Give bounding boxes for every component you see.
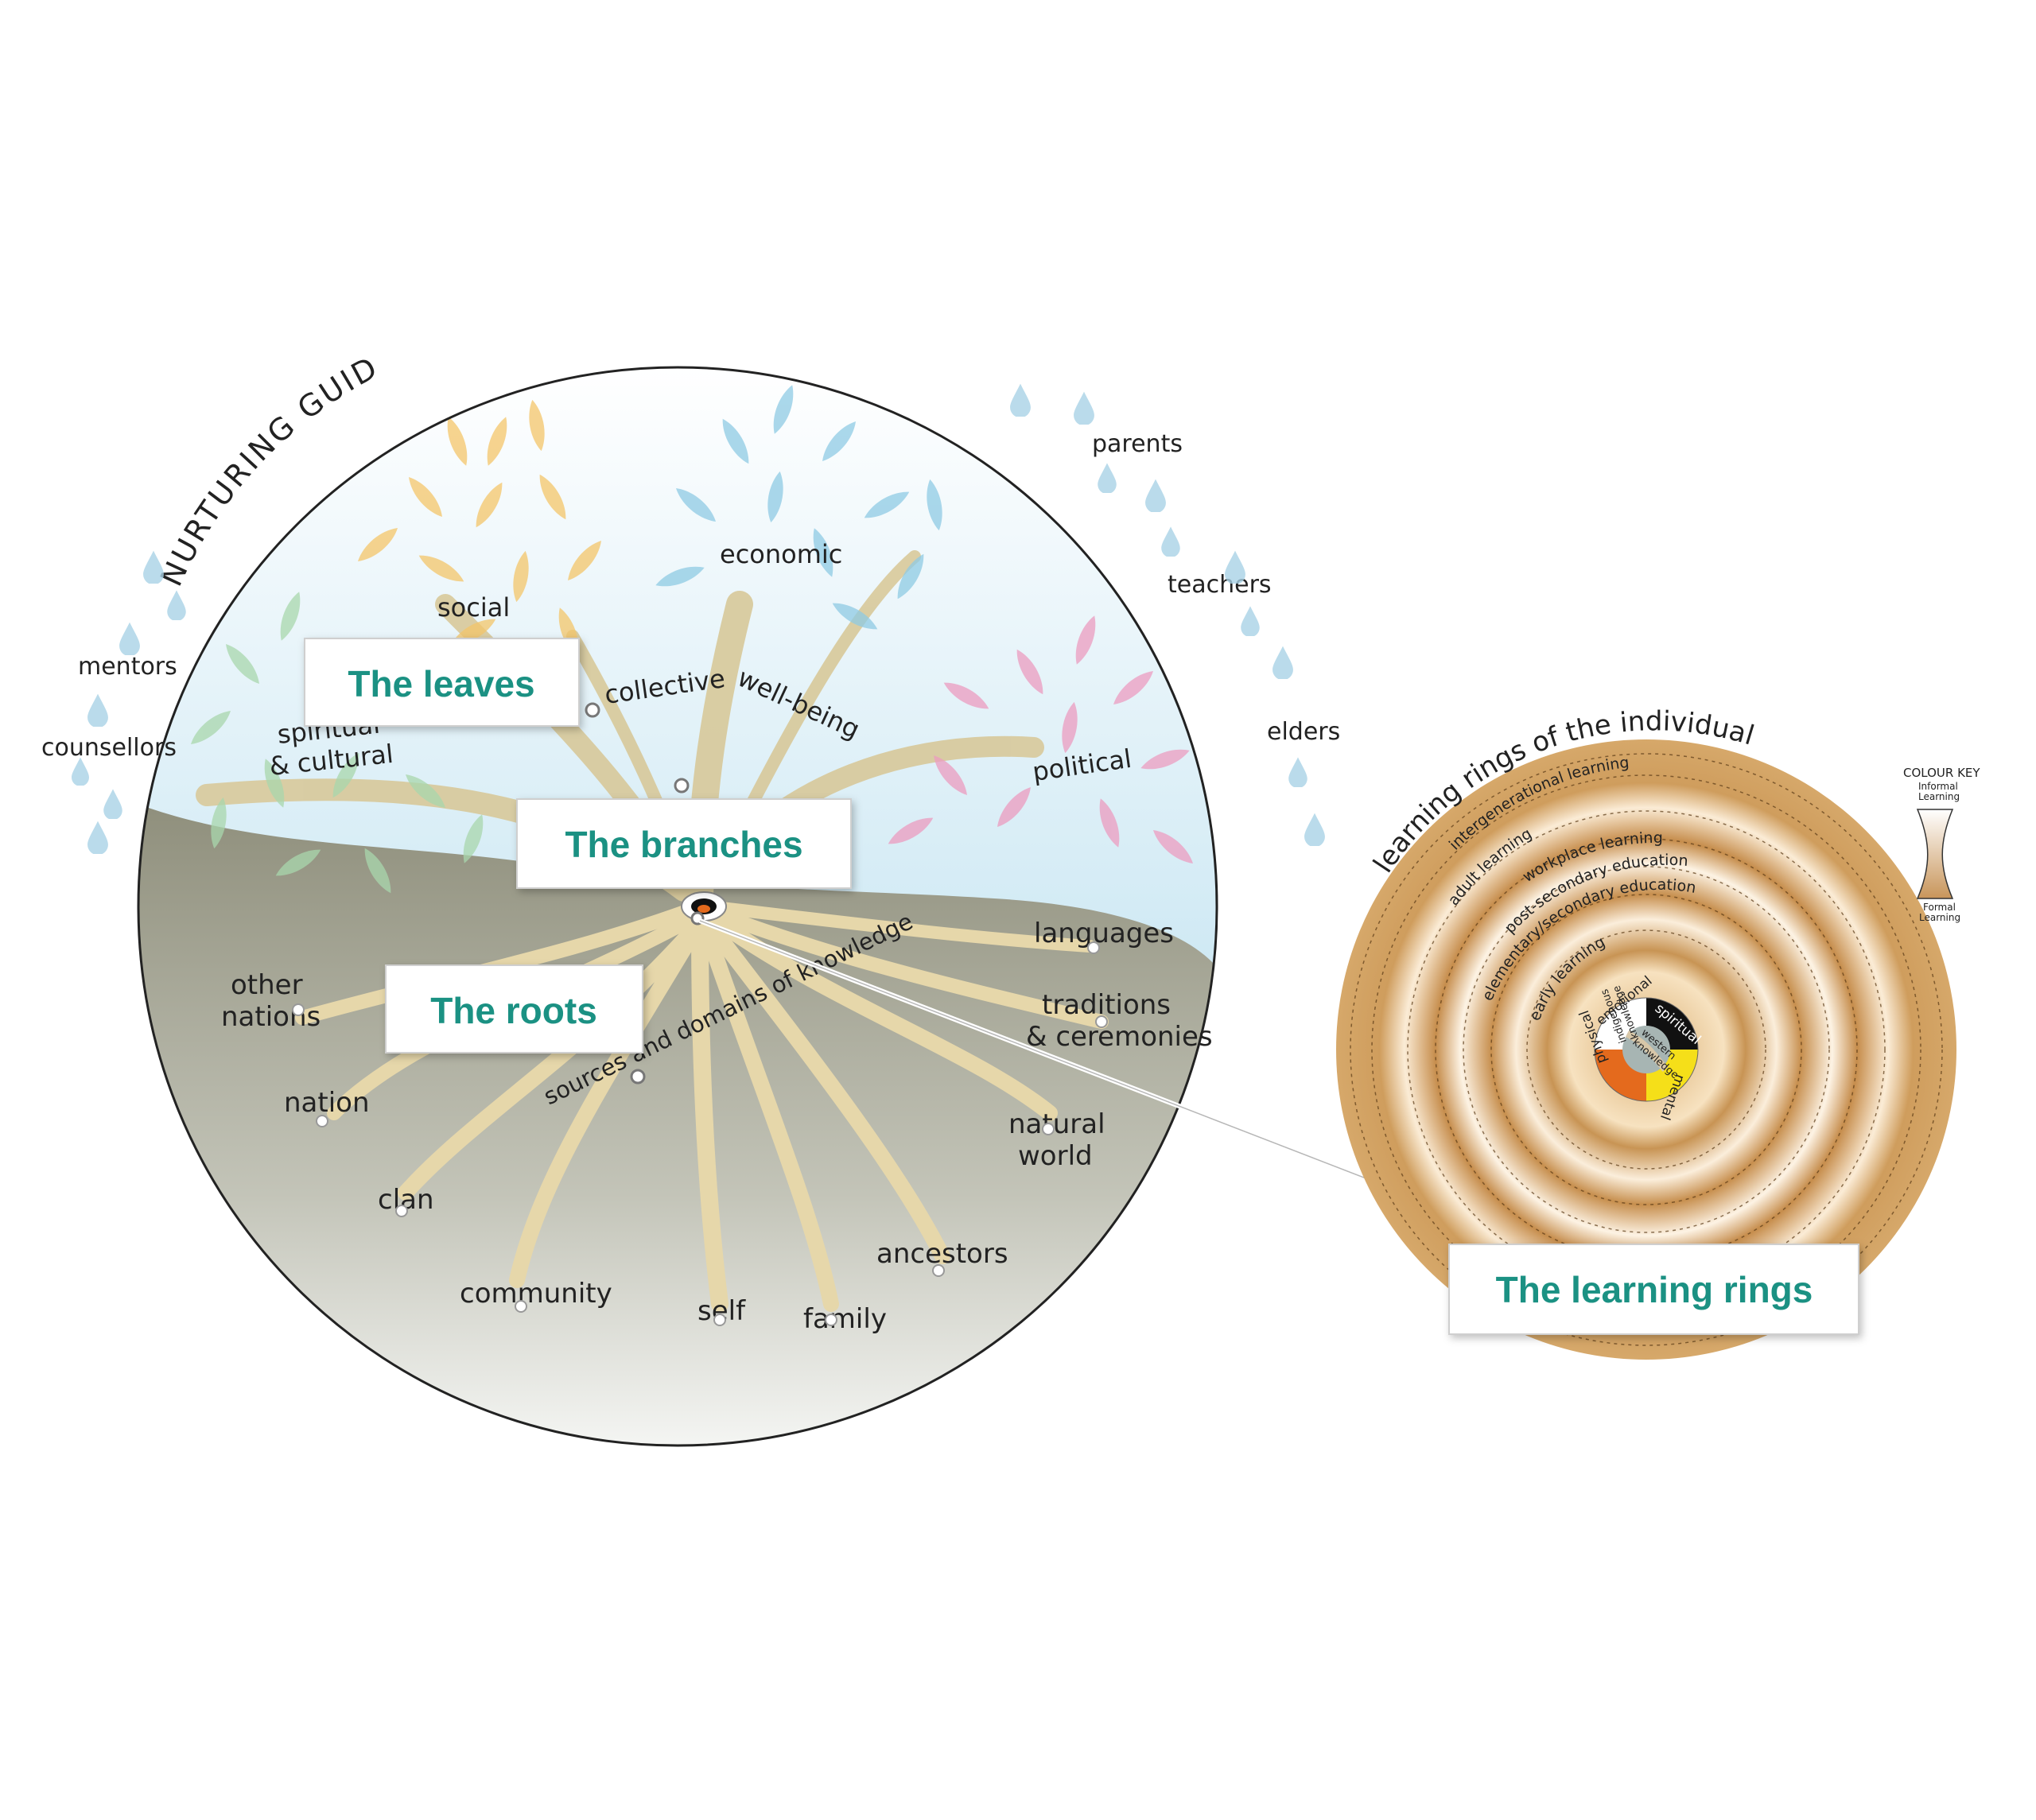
colour-key-title: COLOUR KEY [1903, 766, 1980, 780]
label-traditions: traditions [1042, 989, 1171, 1021]
key-formal-1: Formal [1923, 902, 1956, 913]
colour-key: COLOUR KEY Informal Learning Formal Lear… [1903, 766, 1980, 923]
key-formal-2: Learning [1919, 912, 1960, 923]
callout-learning-rings-text: The learning rings [1496, 1269, 1813, 1310]
label-ceremonies: & ceremonies [1026, 1021, 1213, 1053]
callout-branches: The branches [516, 798, 852, 889]
label-economic: economic [720, 539, 842, 569]
medicine-wheel [1594, 997, 1699, 1102]
callout-branches-text: The branches [565, 824, 802, 865]
key-informal-2: Learning [1918, 791, 1960, 802]
callout-learning-rings: The learning rings [1448, 1244, 1859, 1335]
key-informal-1: Informal [1918, 781, 1958, 792]
tree-model: social economic spiritual & cultural pol… [137, 366, 1218, 1447]
label-counsellors: counsellors [41, 734, 177, 762]
key-gradient-swatch [1916, 809, 1954, 899]
learning-rings: learning rings of the individual interge… [1336, 705, 1956, 1360]
callout-roots: The roots [385, 964, 643, 1054]
branches-marker [674, 778, 690, 794]
label-mentors: mentors [78, 653, 177, 681]
label-family: family [803, 1303, 887, 1335]
label-parents: parents [1092, 430, 1183, 458]
callout-leaves-text: The leaves [348, 663, 534, 704]
label-natural: natural [1008, 1108, 1105, 1140]
label-other: other [231, 969, 303, 1001]
root-markers [292, 941, 1108, 1326]
label-nations: nations [221, 1001, 321, 1033]
label-teachers: teachers [1168, 571, 1272, 599]
label-elders: elders [1267, 718, 1340, 746]
mini-rings-emblem [681, 891, 727, 926]
tree-circle-outline [137, 366, 1218, 1447]
label-world: world [1018, 1140, 1093, 1172]
label-nation: nation [284, 1087, 370, 1119]
collective-marker [585, 702, 600, 718]
callout-roots-text: The roots [430, 990, 597, 1031]
callout-leaves: The leaves [304, 638, 580, 727]
label-social: social [437, 592, 510, 623]
label-community: community [460, 1278, 612, 1310]
label-languages: languages [1034, 918, 1174, 949]
label-ancestors: ancestors [876, 1238, 1008, 1270]
